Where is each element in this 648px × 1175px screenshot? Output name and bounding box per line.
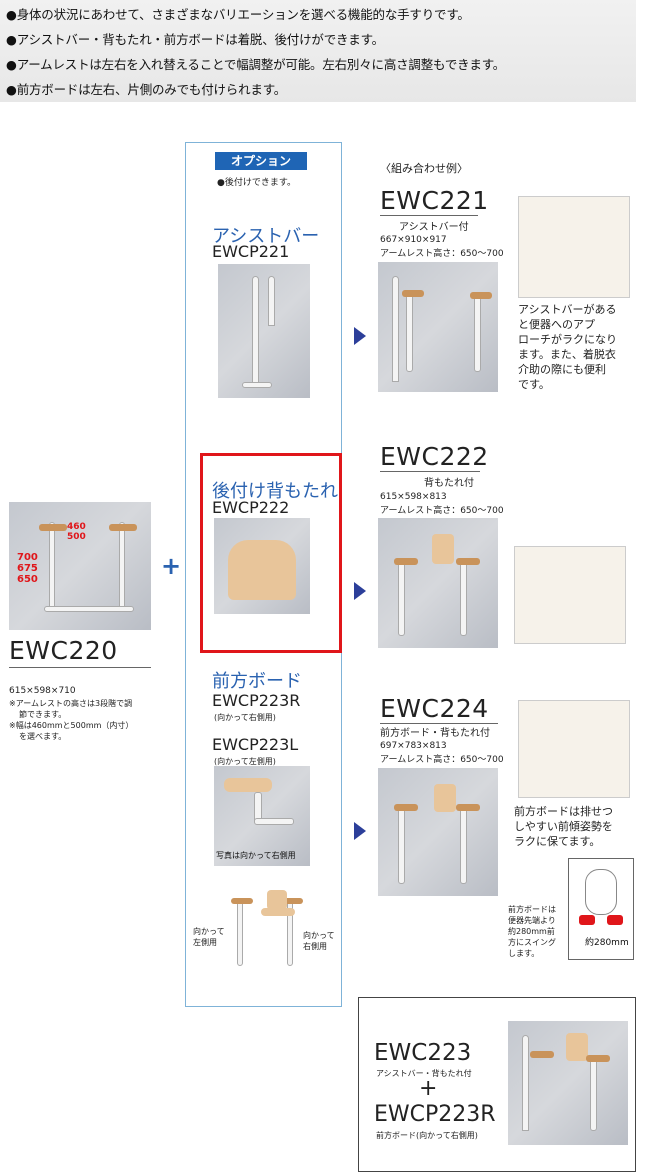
example-sub: 背もたれ付	[424, 478, 474, 489]
desc-line: ます。また、着脱衣	[518, 348, 616, 361]
height-label: 675	[17, 563, 38, 574]
height-label: 650	[17, 574, 38, 585]
examples-heading: 〈組み合わせ例〉	[380, 162, 468, 175]
example-photo	[378, 768, 498, 896]
combo-plus: +	[419, 1076, 438, 1101]
option-note: ●後付けできます。	[217, 178, 296, 188]
base-note: 節できます。	[19, 710, 67, 719]
desc-line: アシストバーがある	[518, 303, 617, 316]
front-board-photo-caption: 写真は向かって右側用	[216, 851, 296, 860]
base-dims: 615×598×710	[9, 686, 76, 696]
front-board-photo: 写真は向かって右側用	[214, 766, 310, 866]
base-note: ※幅は460mmと500mm（内寸）	[9, 721, 134, 730]
example-desc: アシストバーがある と便器へのアプ ローチがラクになり ます。また、着脱衣 介助…	[518, 302, 617, 392]
front-board-model-r: EWCP223R	[212, 691, 301, 710]
front-board-title: 前方ボード	[212, 671, 302, 692]
base-product-photo: 460 500 700 675 650	[9, 502, 151, 630]
swing-line: 約280mm前	[508, 927, 555, 936]
combo-box	[358, 997, 636, 1172]
assist-bar-photo	[218, 264, 310, 398]
arrow-icon	[354, 822, 366, 840]
desc-line: と便器へのアプ	[518, 318, 595, 331]
example-armrest: アームレスト高さ：650～700	[380, 755, 504, 765]
left-side-label: 左側用	[193, 938, 217, 947]
swing-line: 前方ボードは	[508, 905, 556, 914]
combo-sub-2: 前方ボード(向かって右側用)	[376, 1131, 478, 1140]
desc-line: です。	[518, 378, 550, 391]
arrow-icon	[354, 582, 366, 600]
front-board-model-r-note: (向かって右側用)	[214, 713, 276, 722]
left-side-label: 向かって	[193, 927, 225, 936]
feature-bullets-panel: ●身体の状況にあわせて、さまざまなバリエーションを選べる機能的な手すりです。 ●…	[0, 0, 636, 102]
front-board-mounting-diagram: 向かって 左側用 向かって 右側用	[193, 880, 335, 982]
backrest-model: EWCP222	[212, 498, 290, 517]
example-model: EWC221	[380, 186, 489, 216]
assist-bar-title: アシストバー	[212, 226, 320, 247]
bullet-line: ●アームレストは左右を入れ替えることで幅調整が可能。左右別々に高さ調整もできます…	[6, 57, 506, 72]
swing-dim: 約280mm	[585, 938, 629, 948]
combo-model-1: EWC223	[374, 1040, 472, 1066]
example-sub: アシストバー付	[399, 222, 469, 233]
desc-line: ラクに保てます。	[514, 835, 601, 848]
example-photo	[378, 518, 498, 648]
example-armrest: アームレスト高さ：650～700	[380, 506, 504, 516]
example-illustration	[514, 546, 626, 644]
desc-line: 前方ボードは排せつ	[514, 805, 613, 818]
example-sub: 前方ボード・背もたれ付	[380, 728, 490, 739]
right-side-label: 向かって	[303, 931, 335, 940]
example-model: EWC224	[380, 694, 498, 724]
swing-line: 便器先端より	[508, 916, 556, 925]
height-label: 700	[17, 552, 38, 563]
backrest-photo	[214, 518, 310, 614]
example-illustration	[518, 196, 630, 298]
width-label: 500	[67, 532, 86, 542]
swing-note: 前方ボードは 便器先端より 約280mm前 方にスイング します。	[508, 904, 556, 959]
swing-line: します。	[508, 949, 540, 958]
width-label: 460	[67, 522, 86, 532]
backrest-highlight	[200, 453, 342, 653]
combo-photo	[508, 1021, 628, 1145]
example-dims: 667×910×917	[380, 235, 447, 245]
right-side-label: 右側用	[303, 942, 327, 951]
base-model-name: EWC220	[9, 636, 151, 668]
base-note: ※アームレストの高さは3段階で調	[9, 699, 133, 708]
example-illustration	[518, 700, 630, 798]
example-photo	[378, 262, 498, 392]
option-badge: オプション	[215, 152, 307, 170]
front-board-model-l: EWCP223L	[212, 735, 299, 754]
desc-line: 介助の際にも便利	[518, 363, 606, 376]
arrow-icon	[354, 327, 366, 345]
bullet-line: ●アシストバー・背もたれ・前方ボードは着脱、後付けができます。	[6, 32, 384, 47]
swing-line: 方にスイング	[508, 938, 556, 947]
desc-line: ローチがラクになり	[518, 333, 617, 346]
example-dims: 615×598×813	[380, 492, 447, 502]
swing-diagram: 約280mm	[568, 858, 634, 960]
combo-model-2: EWCP223R	[374, 1102, 496, 1127]
backrest-title: 後付け背もたれ	[212, 481, 338, 502]
bullet-line: ●前方ボードは左右、片側のみでも付けられます。	[6, 82, 287, 97]
assist-bar-model: EWCP221	[212, 242, 290, 261]
front-board-model-l-note: (向かって左側用)	[214, 757, 276, 766]
example-dims: 697×783×813	[380, 741, 447, 751]
base-note: を選べます。	[19, 732, 67, 741]
plus-sign: +	[161, 552, 182, 580]
bullet-line: ●身体の状況にあわせて、さまざまなバリエーションを選べる機能的な手すりです。	[6, 7, 470, 22]
example-armrest: アームレスト高さ：650～700	[380, 249, 504, 259]
desc-line: しやすい前傾姿勢を	[514, 820, 613, 833]
combo-sub-1: アシストバー・背もたれ付	[376, 1069, 472, 1078]
example-model: EWC222	[380, 442, 489, 472]
example-desc: 前方ボードは排せつ しやすい前傾姿勢を ラクに保てます。	[514, 804, 613, 849]
